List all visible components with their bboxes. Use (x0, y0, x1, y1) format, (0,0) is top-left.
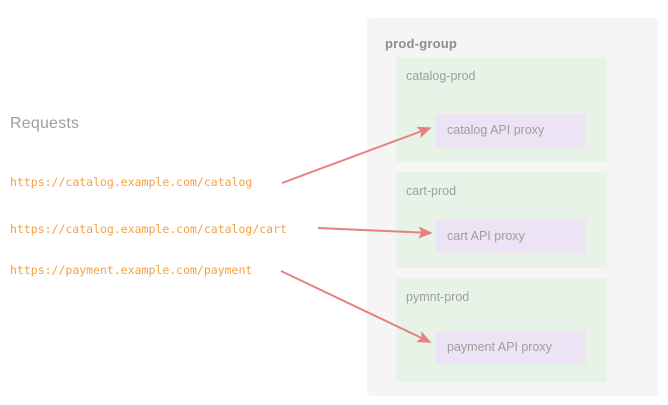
proxy-box-payment-api-proxy: payment API proxy (436, 331, 586, 364)
proxy-label-catalog-api-proxy: catalog API proxy (447, 123, 545, 137)
request-url-payment: https://payment.example.com/payment (10, 263, 253, 277)
environment-label-cart-prod: cart-prod (406, 184, 457, 198)
request-url-cart: https://catalog.example.com/catalog/cart (10, 222, 287, 236)
environment-label-pymnt-prod: pymnt-prod (406, 290, 470, 304)
proxy-box-cart-api-proxy: cart API proxy (436, 220, 586, 253)
request-url-catalog: https://catalog.example.com/catalog (10, 175, 253, 189)
environment-box-pymnt-prod: pymnt-prod (396, 278, 607, 382)
environment-label-catalog-prod: catalog-prod (406, 69, 476, 83)
proxy-box-catalog-api-proxy: catalog API proxy (436, 114, 586, 147)
proxy-label-cart-api-proxy: cart API proxy (447, 229, 525, 243)
group-title: prod-group (385, 36, 458, 51)
proxy-label-payment-api-proxy: payment API proxy (447, 340, 552, 354)
requests-heading: Requests (10, 115, 80, 132)
